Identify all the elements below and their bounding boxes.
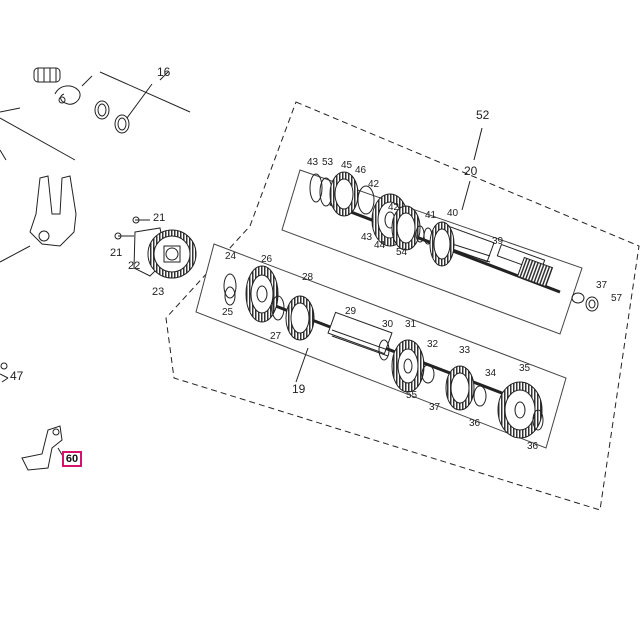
callout-42: 42 — [368, 179, 380, 190]
main-shaft-19 — [195, 243, 567, 449]
callout-47: 47 — [10, 369, 24, 383]
callout-44: 44 — [374, 240, 386, 251]
callout-52: 52 — [476, 108, 490, 122]
callout-53: 53 — [322, 157, 334, 168]
callout-21: 21 — [153, 212, 166, 224]
callout-55: 55 — [406, 390, 418, 401]
callout-19: 19 — [292, 382, 306, 396]
counter-shaft-20 — [281, 169, 599, 335]
callout-46: 46 — [355, 165, 367, 176]
callout-37: 37 — [596, 280, 608, 291]
callout-39: 39 — [492, 236, 504, 247]
shift-drum-partial — [0, 67, 191, 263]
callout-37: 37 — [429, 402, 441, 413]
callout-60-highlighted: 60 — [62, 451, 82, 467]
callout-33: 33 — [459, 345, 471, 356]
callout-26: 26 — [261, 254, 273, 265]
callout-42: 42 — [388, 202, 400, 213]
part-47 — [0, 362, 9, 383]
callout-27: 27 — [270, 331, 282, 342]
callout-28: 28 — [302, 272, 314, 283]
callout-16: 16 — [157, 65, 171, 79]
callout-35: 35 — [519, 363, 531, 374]
callout-34: 34 — [485, 368, 497, 379]
callout-43: 43 — [307, 157, 319, 168]
callout-45: 45 — [341, 160, 353, 171]
callout-54: 54 — [396, 247, 408, 258]
callout-57: 57 — [611, 293, 623, 304]
callout-22: 22 — [128, 260, 141, 272]
callout-31: 31 — [405, 319, 417, 330]
callout-24: 24 — [225, 251, 237, 262]
callout-23: 23 — [152, 286, 165, 298]
callout-36: 36 — [527, 441, 539, 452]
callout-29: 29 — [345, 306, 357, 317]
assembly-boundary — [165, 101, 640, 511]
callout-41: 41 — [425, 210, 437, 221]
shift-arm-60 — [21, 425, 65, 471]
callout-40: 40 — [447, 208, 459, 219]
sprocket-assembly — [114, 216, 197, 279]
callout-32: 32 — [427, 339, 439, 350]
callout-30: 30 — [382, 319, 394, 330]
callout-20: 20 — [464, 164, 478, 178]
callout-21: 21 — [110, 247, 123, 259]
callout-25: 25 — [222, 307, 234, 318]
callout-43: 43 — [361, 232, 373, 243]
callout-36: 36 — [469, 418, 481, 429]
